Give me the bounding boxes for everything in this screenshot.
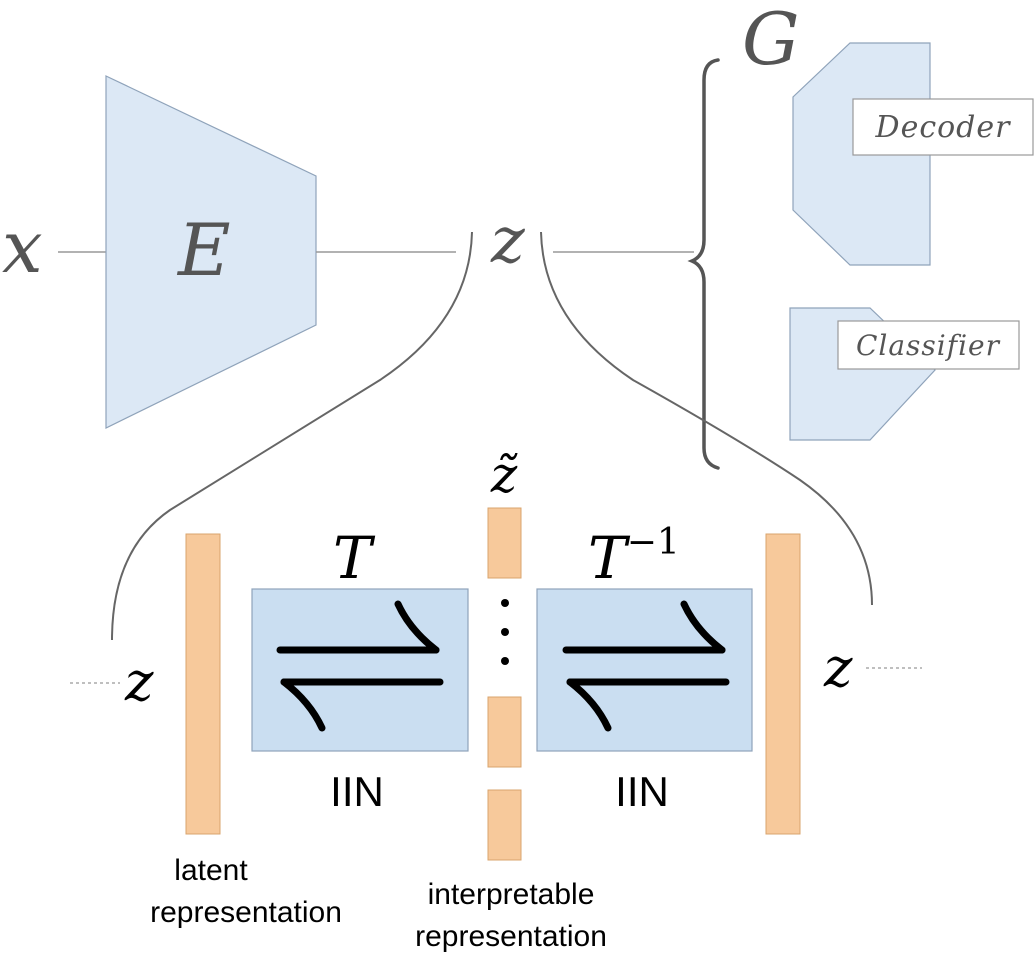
expansion-curve-left: [111, 231, 473, 641]
t-inverse-exponent: −1: [627, 522, 680, 563]
interpretable-caption-line2: representation: [415, 920, 607, 953]
generator-g-label: G: [742, 0, 800, 81]
input-x-symbol: x: [2, 205, 43, 289]
latent-z-symbol: z: [490, 204, 526, 278]
interpretable-bar-bottom: [487, 789, 522, 861]
iin-box-left: [251, 588, 469, 752]
iin-label-right: IIN: [615, 768, 669, 815]
t-label: T: [333, 524, 376, 592]
ellipsis-dot-1: [501, 599, 509, 607]
ellipsis-dot-2: [501, 628, 509, 636]
latent-caption-line2: representation: [150, 896, 342, 929]
bottom-z-right: z: [823, 636, 853, 699]
interpretable-bar-middle: [487, 696, 522, 768]
equilibrium-arrows-left: [276, 600, 444, 732]
expansion-curve-right: [540, 231, 873, 606]
encoder-e-label: E: [176, 208, 231, 292]
ellipsis-dot-3: [501, 657, 509, 665]
classifier-label-box: [837, 320, 1020, 370]
encoder-trapezoid: [105, 75, 317, 429]
interpretable-bar-top: [487, 507, 522, 579]
iin-box-right: [536, 588, 753, 752]
generator-brace: [687, 58, 720, 470]
latent-caption-line1: latent: [174, 854, 248, 887]
z-tilde-label: z̃: [490, 446, 518, 504]
classifier-label: Classifier: [856, 329, 1001, 362]
reconstructed-latent-bar: [765, 533, 801, 835]
bottom-z-left: z: [124, 650, 154, 713]
interpretable-caption-line1: interpretable: [428, 878, 595, 911]
latent-representation-bar: [185, 533, 221, 835]
decoder-label: Decoder: [875, 110, 1012, 145]
iin-label-left: IIN: [330, 768, 384, 815]
equilibrium-arrows-right: [562, 600, 730, 732]
decoder-label-box: [852, 98, 1034, 156]
t-inverse-label: T−1: [588, 522, 680, 592]
